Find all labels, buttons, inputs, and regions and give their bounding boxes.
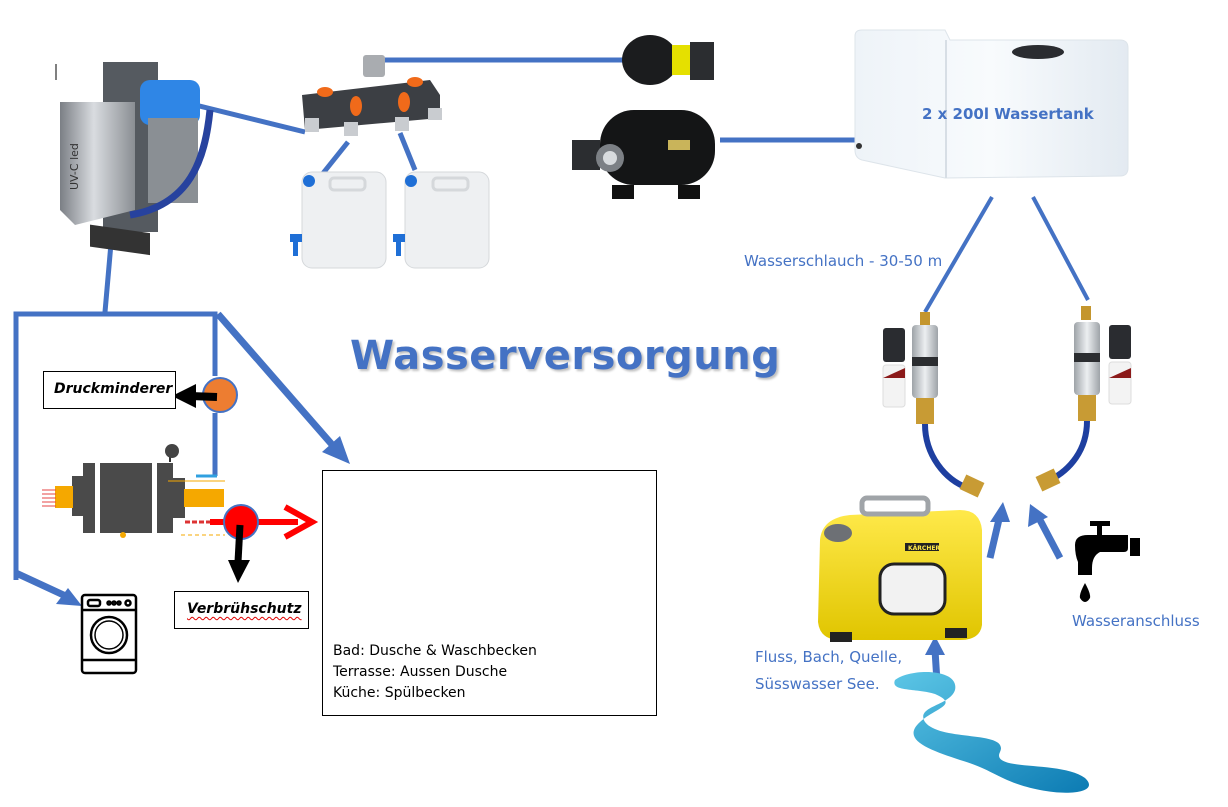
arrow-to-pressure-reducer-label bbox=[172, 384, 218, 408]
arrow-to-washing-machine bbox=[14, 569, 72, 602]
garden-pump-icon: KÄRCHER bbox=[818, 495, 982, 642]
canister-icon-2 bbox=[393, 171, 490, 269]
booster-pump-icon bbox=[572, 35, 715, 199]
arrow-head-river-up bbox=[925, 636, 945, 655]
natural-source-label-line2: Süsswasser See. bbox=[755, 675, 880, 693]
arrow-head-garden-pump-up bbox=[990, 502, 1010, 522]
river-icon bbox=[894, 671, 1089, 793]
water-tank-label: 2 x 200l Wassertank bbox=[922, 105, 1094, 123]
scald-protection-box: Verbrühschutz bbox=[174, 591, 309, 629]
consumer-line: Küche: Spülbecken bbox=[333, 685, 466, 701]
inline-filter-left-icon bbox=[882, 312, 985, 498]
water-connection-label: Wasseranschluss bbox=[1072, 612, 1200, 630]
arrow-head-tap-up bbox=[1028, 504, 1048, 527]
water-tank-icon bbox=[854, 29, 1129, 179]
pipe-hose-left bbox=[923, 195, 994, 314]
diagram-title: Wasserversorgung bbox=[350, 333, 781, 379]
arrow-garden-pump-up bbox=[986, 514, 1004, 559]
consumers-box: Bad: Dusche & Waschbecken Terrasse: Auss… bbox=[322, 470, 657, 716]
consumer-line: Bad: Dusche & Waschbecken bbox=[333, 643, 537, 659]
arrow-to-scald-protection-label bbox=[228, 524, 250, 583]
pressure-reducer-box: Druckminderer bbox=[43, 371, 176, 409]
natural-source-label-line1: Fluss, Bach, Quelle, bbox=[755, 648, 903, 666]
water-tap-icon bbox=[1075, 521, 1140, 602]
flow-arrows bbox=[14, 311, 1064, 683]
inline-filter-right-icon bbox=[1035, 306, 1132, 492]
consumer-line: Terrasse: Aussen Dusche bbox=[333, 664, 508, 680]
hose-label: Wasserschlauch - 30-50 m bbox=[744, 252, 943, 270]
pipe-hose-right bbox=[1031, 196, 1090, 301]
water-heater-icon bbox=[42, 444, 225, 538]
canister-icon-1 bbox=[290, 171, 387, 269]
arrow-tap-up bbox=[1036, 518, 1064, 560]
svg-text:UV-C led: UV-C led bbox=[68, 143, 81, 190]
distributor-icon bbox=[302, 55, 442, 136]
uv-filter-icon: UV-C led bbox=[55, 62, 214, 256]
scald-protection-label: Verbrühschutz bbox=[187, 601, 302, 617]
washing-machine-icon bbox=[80, 593, 138, 675]
pipe-distributor-canister1 bbox=[318, 140, 350, 179]
pipe-distribution-frame bbox=[13, 311, 218, 580]
arrow-head-washing-machine bbox=[56, 588, 82, 606]
pressure-reducer-label: Druckminderer bbox=[54, 381, 173, 397]
karcher-brand: KÄRCHER bbox=[908, 545, 940, 552]
arrow-to-consumers bbox=[215, 311, 338, 451]
arrow-head-consumers bbox=[322, 436, 350, 464]
consumers-list: Bad: Dusche & Waschbecken Terrasse: Auss… bbox=[333, 641, 537, 704]
pipe-distributor-canister2 bbox=[397, 132, 418, 171]
